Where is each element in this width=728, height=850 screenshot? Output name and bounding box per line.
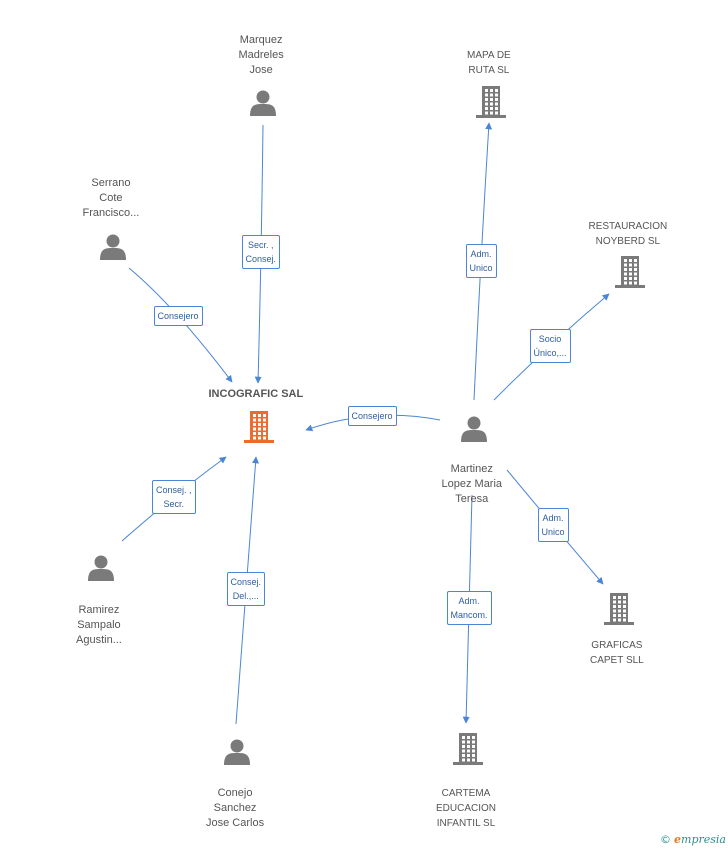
node-label-martinez[interactable]: Martinez Lopez Maria Teresa: [441, 463, 503, 505]
person-icon-marquez[interactable]: [250, 90, 276, 117]
empresia-logo[interactable]: ©empresia: [660, 833, 726, 846]
edge-label-marquez-to-incografic[interactable]: Secr. , Consej.: [241, 235, 281, 269]
person-icon-serrano[interactable]: [100, 234, 126, 261]
edge-label-serrano-to-incografic[interactable]: Consejero: [153, 306, 203, 326]
brand-initial: e: [674, 833, 682, 846]
edge-label-martinez-to-mapa[interactable]: Adm. Unico: [465, 244, 497, 278]
building-icon-restauracion[interactable]: [615, 256, 645, 288]
edge-label-martinez-to-graficas[interactable]: Adm. Unico: [537, 508, 569, 542]
node-label-cartema[interactable]: CARTEMA EDUCACION INFANTIL SL: [436, 788, 497, 829]
edge-label-conejo-to-incografic[interactable]: Consej. Del.,...: [226, 572, 266, 606]
building-icon-cartema[interactable]: [453, 733, 483, 765]
node-label-conejo[interactable]: Conejo Sanchez Jose Carlos: [206, 787, 265, 829]
node-label-ramirez[interactable]: Ramirez Sampalo Agustin...: [76, 604, 122, 646]
edge-label-martinez-to-cartema[interactable]: Adm. Mancom.: [446, 591, 492, 625]
node-label-graficas[interactable]: GRAFICAS CAPET SLL: [590, 640, 644, 666]
person-icon-martinez[interactable]: [461, 416, 487, 443]
building-icon-mapa[interactable]: [476, 86, 506, 118]
node-label-restauracion[interactable]: RESTAURACION NOYBERD SL: [588, 221, 668, 247]
person-icon-conejo[interactable]: [224, 739, 250, 766]
node-label-marquez[interactable]: Marquez Madreles Jose: [238, 33, 284, 76]
brand-name: mpresia: [681, 833, 726, 846]
building-icon-incografic[interactable]: [244, 411, 274, 443]
edge-label-martinez-to-restauracion[interactable]: Socio Único,...: [529, 329, 571, 363]
node-label-incografic[interactable]: INCOGRAFIC SAL: [208, 387, 304, 400]
copyright-symbol: ©: [660, 833, 672, 846]
edge-label-ramirez-to-incografic[interactable]: Consej. , Secr.: [152, 480, 196, 514]
building-icon-graficas[interactable]: [604, 593, 634, 625]
edge-label-martinez-to-incografic[interactable]: Consejero: [347, 406, 397, 426]
node-label-mapa[interactable]: MAPA DE RUTA SL: [467, 50, 511, 76]
person-icon-ramirez[interactable]: [88, 555, 114, 582]
node-label-serrano[interactable]: Serrano Cote Francisco...: [82, 176, 140, 219]
